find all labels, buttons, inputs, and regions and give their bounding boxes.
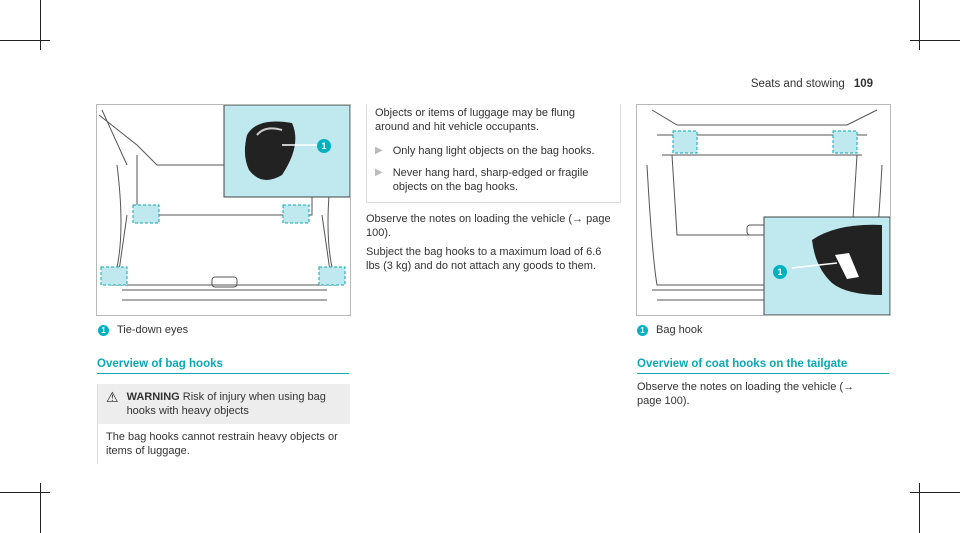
trunk-illustration	[646, 109, 890, 315]
section-title: Seats and stowing	[750, 78, 845, 90]
max-load-text: Subject the bag hooks to a maximum load …	[366, 246, 602, 272]
caption-label: Tie-down eyes	[117, 324, 189, 336]
body-text: Observe the notes on loading the vehicle…	[637, 381, 855, 407]
page-number: 109	[853, 78, 873, 90]
body-text: Observe the notes on loading the vehicle…	[366, 212, 616, 278]
caption-number: 1	[637, 324, 648, 336]
crop-mark	[40, 483, 41, 533]
warning-continuation: Objects or items of luggage may be flung…	[366, 104, 621, 203]
crop-mark	[0, 40, 50, 41]
caption-label: Bag hook	[656, 324, 703, 336]
callout-1: 1	[773, 265, 787, 279]
figure-caption: 1 Tie-down eyes	[98, 324, 188, 336]
crop-mark	[40, 0, 41, 50]
figure-tie-down-eyes: 1	[96, 104, 351, 316]
section-heading: Overview of bag hooks	[97, 358, 349, 374]
warning-box: ⚠ WARNING Risk of injury when using bag …	[97, 384, 350, 464]
arrow-icon: ▶	[375, 167, 383, 178]
warning-text: WARNING Risk of injury when using bag ho…	[126, 391, 326, 417]
crop-mark	[919, 0, 920, 50]
intro-text: Objects or items of luggage may be flung…	[375, 107, 575, 133]
arrow-icon: ▶	[375, 145, 383, 156]
trunk-illustration	[98, 105, 350, 301]
crop-mark	[0, 492, 50, 493]
list-item: ▶ Never hang hard, sharp-edged or fragil…	[375, 167, 589, 193]
list-item: ▶ Only hang light objects on the bag hoo…	[375, 145, 595, 157]
running-header: Seats and stowing 109	[751, 78, 873, 90]
callout-1: 1	[317, 139, 331, 153]
warning-body: The bag hooks cannot restrain heavy obje…	[106, 431, 338, 457]
warning-icon: ⚠	[106, 389, 119, 405]
figure-bag-hook: 1	[636, 104, 891, 316]
section-heading: Overview of coat hooks on the tailgate	[637, 358, 889, 374]
crop-mark	[919, 483, 920, 533]
loading-note: Observe the notes on loading the vehicle…	[366, 213, 611, 239]
warning-header: ⚠ WARNING Risk of injury when using bag …	[98, 384, 350, 424]
caption-number: 1	[98, 324, 109, 336]
figure-caption: 1 Bag hook	[637, 324, 702, 336]
crop-mark	[910, 492, 960, 493]
crop-mark	[910, 40, 960, 41]
